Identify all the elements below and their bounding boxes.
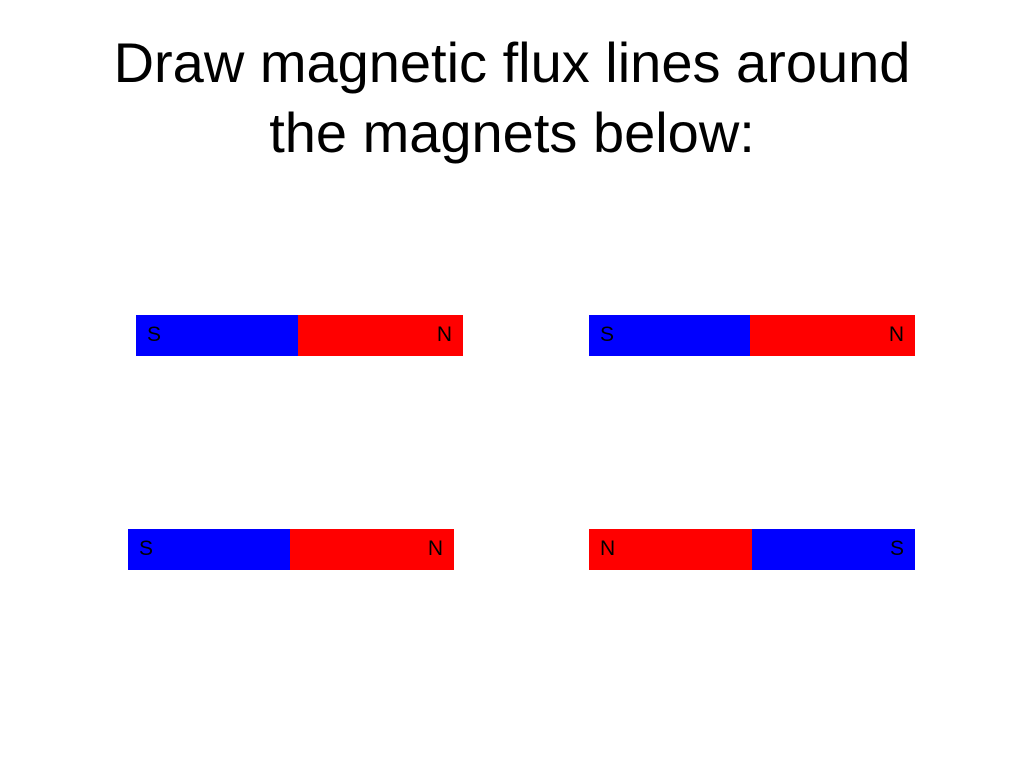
magnet-1-left-pole: S — [136, 315, 298, 356]
magnet-4-right-pole: S — [752, 529, 915, 570]
magnet-4-right-label: S — [889, 537, 904, 560]
magnet-3-left-label: S — [139, 537, 154, 560]
magnet-3-right-pole: N — [290, 529, 454, 570]
bar-magnet-1: S N — [136, 315, 463, 356]
bar-magnet-3: S N — [128, 529, 454, 570]
magnet-4-left-pole: N — [589, 529, 752, 570]
magnet-1-right-label: N — [436, 323, 452, 346]
title-line-1: Draw magnetic flux lines around — [113, 31, 911, 94]
magnet-1-left-label: S — [147, 323, 162, 346]
magnet-2-left-pole: S — [589, 315, 750, 356]
magnet-2-right-label: N — [888, 323, 904, 346]
bar-magnet-2: S N — [589, 315, 915, 356]
magnet-3-right-label: N — [427, 537, 443, 560]
title-line-2: the magnets below: — [269, 101, 755, 164]
magnet-2-right-pole: N — [750, 315, 915, 356]
slide-title: Draw magnetic flux lines around the magn… — [0, 28, 1024, 168]
magnet-2-left-label: S — [600, 323, 615, 346]
magnet-3-left-pole: S — [128, 529, 290, 570]
bar-magnet-4: N S — [589, 529, 915, 570]
magnet-1-right-pole: N — [298, 315, 463, 356]
magnet-4-left-label: N — [600, 537, 616, 560]
